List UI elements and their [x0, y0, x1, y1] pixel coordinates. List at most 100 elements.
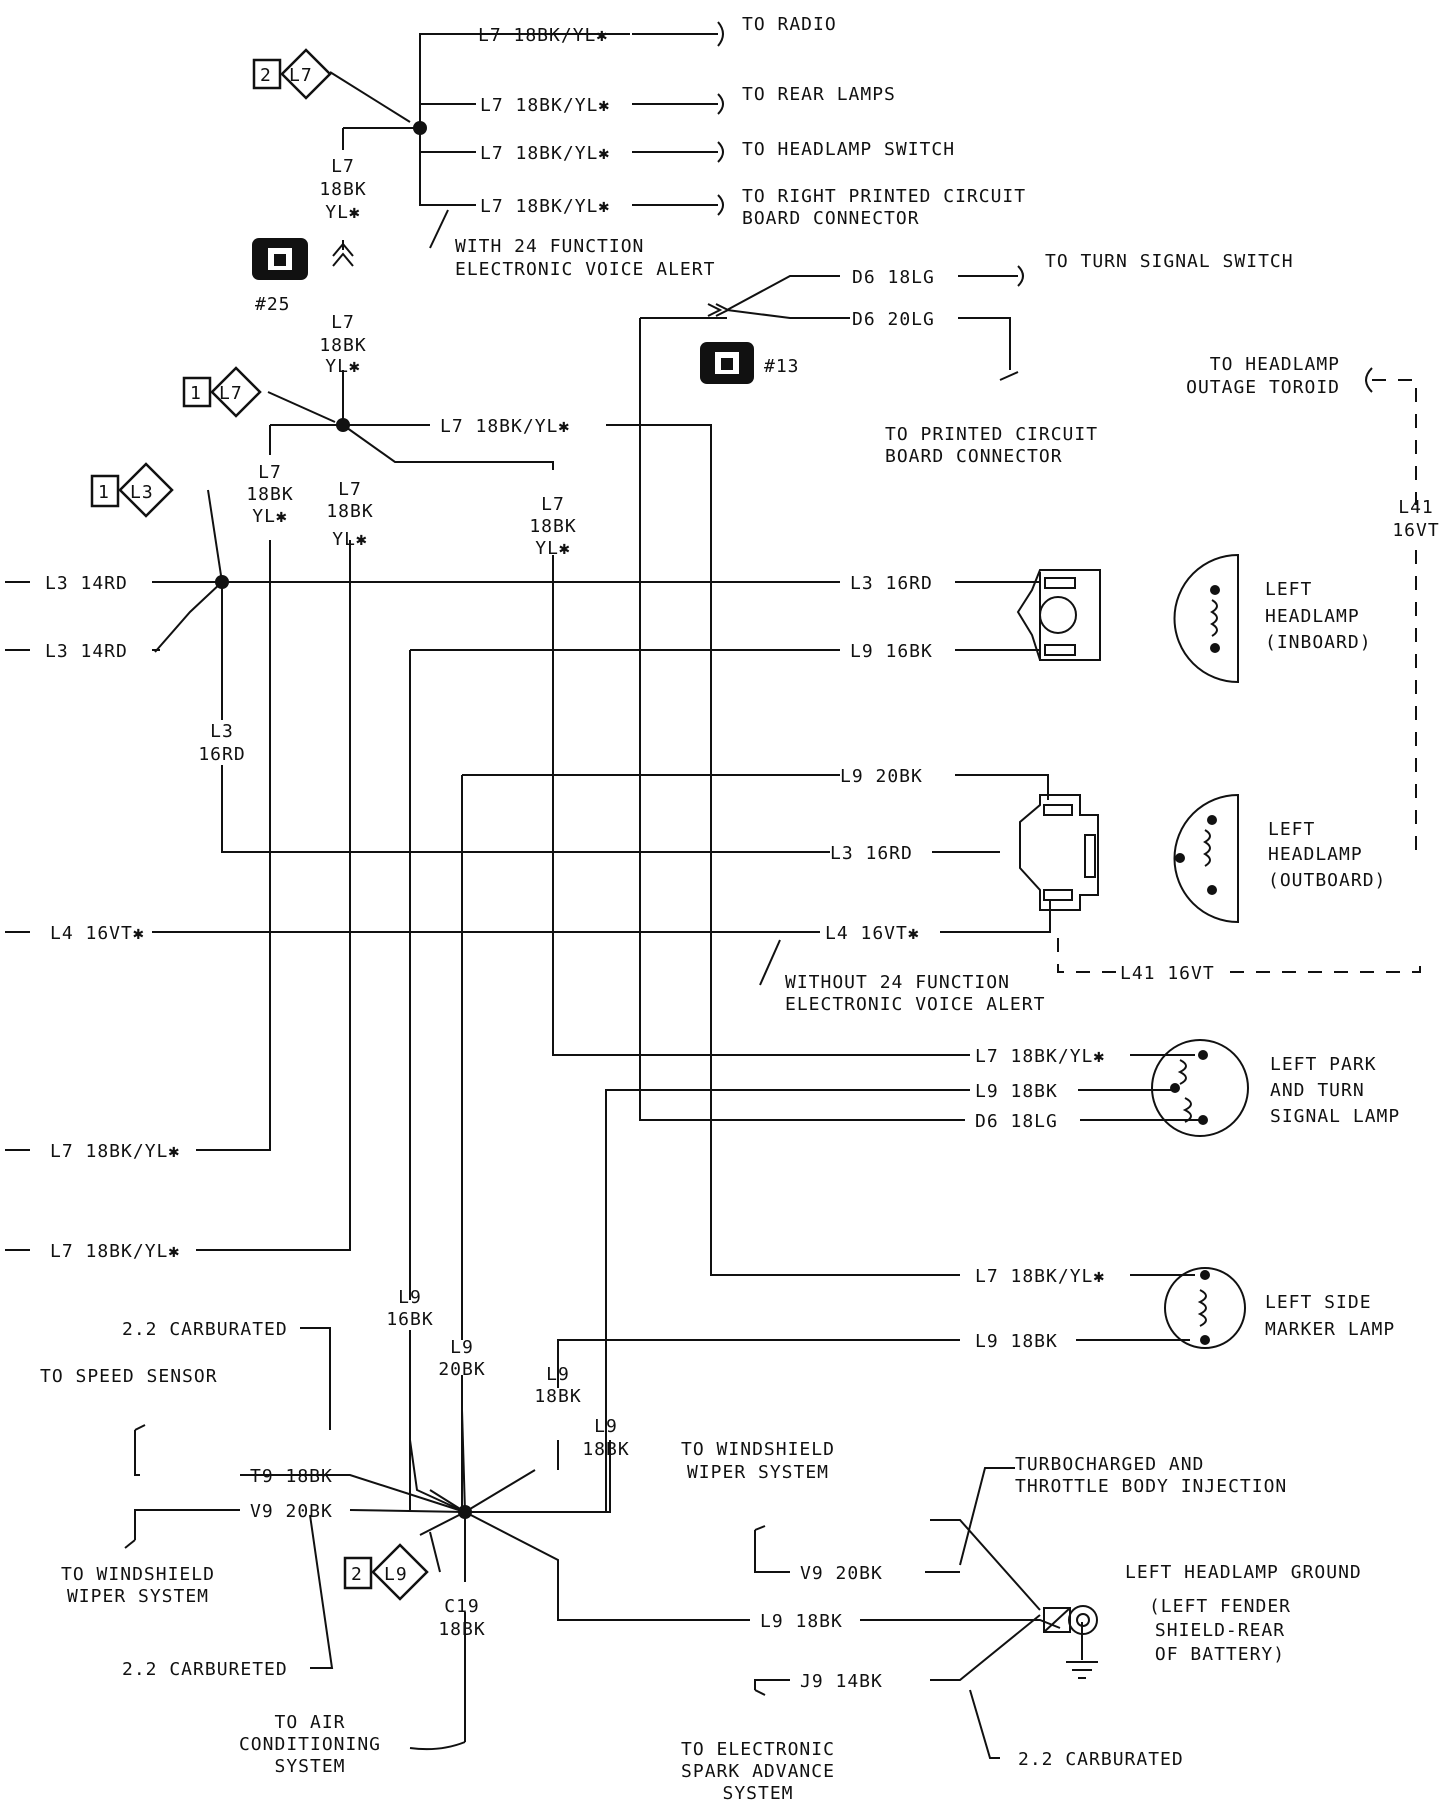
wire-label: D6 20LG	[852, 309, 935, 330]
svg-text:LEFT PARK: LEFT PARK	[1270, 1054, 1377, 1075]
svg-text:L7: L7	[289, 65, 313, 86]
ground-title: LEFT HEADLAMP GROUND	[1125, 1562, 1362, 1583]
note-carb: 2.2 CARBURATED	[1018, 1749, 1184, 1770]
svg-text:18BK: 18BK	[319, 335, 366, 356]
svg-text:ELECTRONIC VOICE ALERT: ELECTRONIC VOICE ALERT	[455, 259, 715, 280]
svg-text:WITH 24 FUNCTION: WITH 24 FUNCTION	[455, 236, 644, 257]
svg-text:HEADLAMP: HEADLAMP	[1268, 844, 1363, 865]
svg-text:TO PRINTED CIRCUIT: TO PRINTED CIRCUIT	[885, 424, 1098, 445]
svg-text:2: 2	[351, 1564, 363, 1585]
svg-text:2: 2	[260, 65, 272, 86]
headlamp-outboard-bulb	[1173, 793, 1239, 924]
park-turn-lamp	[1151, 1039, 1249, 1137]
svg-text:YL✱: YL✱	[325, 356, 361, 377]
wire-label: L9 18BK	[760, 1611, 843, 1632]
svg-text:HEADLAMP: HEADLAMP	[1265, 606, 1360, 627]
wire-label: L9 18BK	[975, 1331, 1058, 1352]
destination-label: TO RADIO	[742, 14, 837, 35]
wire-label: L7 18BK/YL✱	[50, 1141, 180, 1162]
note-carb: 2.2 CARBURATED	[122, 1319, 288, 1340]
svg-text:16BK: 16BK	[386, 1309, 433, 1330]
svg-text:WITHOUT 24 FUNCTION: WITHOUT 24 FUNCTION	[785, 972, 1010, 993]
svg-text:AND TURN: AND TURN	[1270, 1080, 1365, 1101]
wire-label: L3 14RD	[45, 641, 128, 662]
svg-text:L9: L9	[594, 1416, 618, 1437]
wire-label: L3 14RD	[45, 573, 128, 594]
svg-text:BOARD CONNECTOR: BOARD CONNECTOR	[885, 446, 1063, 467]
svg-text:L7: L7	[338, 479, 362, 500]
wire-labels: L7 18BK/YL✱ L7 18BK/YL✱ L7 18BK/YL✱ L7 1…	[45, 25, 1214, 1692]
svg-text:16RD: 16RD	[198, 744, 245, 765]
wire-label: L9 16BK	[850, 641, 933, 662]
component-label-park-turn: LEFT PARK AND TURN SIGNAL LAMP	[1270, 1054, 1400, 1127]
wire-label: L4 16VT✱	[825, 923, 920, 944]
wire-label: J9 14BK	[800, 1671, 883, 1692]
wire-label: L9 20BK	[840, 766, 923, 787]
svg-text:BOARD CONNECTOR: BOARD CONNECTOR	[742, 208, 920, 229]
splice-tag-1-l3: 1 L3	[90, 462, 174, 518]
svg-text:18BK: 18BK	[438, 1619, 485, 1640]
svg-text:C19: C19	[444, 1596, 480, 1617]
splice-tag-2-l7: 2 L7	[252, 48, 332, 100]
svg-text:SHIELD-REAR: SHIELD-REAR	[1155, 1620, 1285, 1641]
svg-text:TO ELECTRONIC: TO ELECTRONIC	[681, 1739, 835, 1760]
wire-label: D6 18LG	[975, 1111, 1058, 1132]
svg-text:MARKER LAMP: MARKER LAMP	[1265, 1319, 1395, 1340]
splice-tag-2-l9: 2 L9	[343, 1543, 429, 1601]
wire-label: L7 18BK/YL✱	[478, 25, 608, 46]
svg-text:L7: L7	[331, 156, 355, 177]
svg-text:TURBOCHARGED AND: TURBOCHARGED AND	[1015, 1454, 1204, 1475]
svg-text:SIGNAL LAMP: SIGNAL LAMP	[1270, 1106, 1400, 1127]
headlamp-inboard-bulb	[1173, 553, 1239, 684]
wire-label: L7 18BK/YL✱	[480, 196, 610, 217]
svg-text:TO RIGHT PRINTED CIRCUIT: TO RIGHT PRINTED CIRCUIT	[742, 186, 1026, 207]
svg-text:LEFT SIDE: LEFT SIDE	[1265, 1292, 1372, 1313]
destination-label: TO TURN SIGNAL SWITCH	[1045, 251, 1294, 272]
ground-eyelet-icon	[1043, 1605, 1098, 1635]
svg-text:(LEFT FENDER: (LEFT FENDER	[1149, 1596, 1291, 1617]
svg-text:THROTTLE BODY INJECTION: THROTTLE BODY INJECTION	[1015, 1476, 1287, 1497]
svg-text:LEFT: LEFT	[1265, 579, 1312, 600]
svg-text:L9: L9	[450, 1337, 474, 1358]
wire-label: L7 18BK/YL✱	[975, 1046, 1105, 1067]
svg-text:L9: L9	[384, 1564, 408, 1585]
svg-text:#25: #25	[255, 294, 291, 315]
svg-text:#13: #13	[764, 356, 800, 377]
svg-text:16VT: 16VT	[1392, 520, 1439, 541]
svg-text:18BK: 18BK	[534, 1386, 581, 1407]
note-carb: 2.2 CARBURETED	[122, 1659, 288, 1680]
splice-dots	[215, 121, 472, 1519]
svg-text:ELECTRONIC VOICE ALERT: ELECTRONIC VOICE ALERT	[785, 994, 1045, 1015]
wire-label: T9 18BK	[250, 1466, 333, 1487]
svg-text:WIPER SYSTEM: WIPER SYSTEM	[67, 1586, 209, 1607]
svg-text:L3: L3	[210, 721, 234, 742]
svg-text:18BK: 18BK	[246, 484, 293, 505]
svg-text:L7: L7	[331, 312, 355, 333]
svg-text:YL✱: YL✱	[325, 202, 361, 223]
svg-text:CONDITIONING: CONDITIONING	[239, 1734, 381, 1755]
svg-text:TO WINDSHIELD: TO WINDSHIELD	[681, 1439, 835, 1460]
wire-label: L3 16RD	[830, 843, 913, 864]
svg-text:L9: L9	[398, 1287, 422, 1308]
svg-text:L7: L7	[219, 383, 243, 404]
headlamp-inboard-connector	[1016, 569, 1101, 661]
destination-labels: TO RADIO TO REAR LAMPS TO HEADLAMP SWITC…	[40, 14, 1339, 1804]
svg-text:18BK: 18BK	[529, 516, 576, 537]
